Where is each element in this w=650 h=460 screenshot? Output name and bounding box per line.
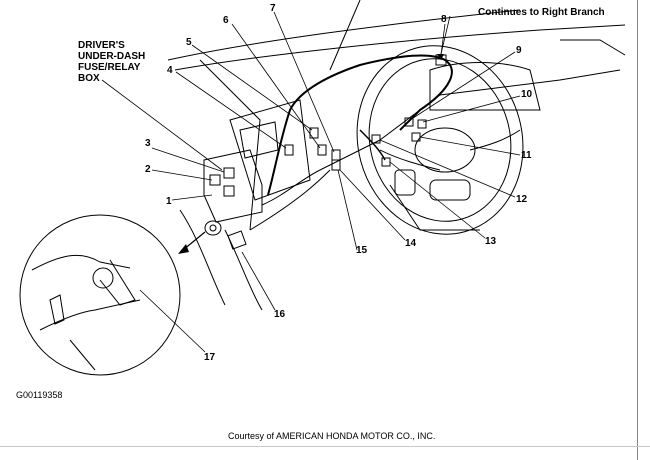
connector-9 [404, 117, 414, 127]
a-pillar [199, 59, 261, 231]
callout-12: 12 [516, 194, 528, 205]
callout-17: 17 [204, 352, 216, 363]
title-line-1: DRIVER'S [78, 40, 125, 51]
windshield-edge [329, 0, 361, 71]
connector-4 [284, 144, 294, 156]
callout-8: 8 [441, 14, 447, 25]
connector-13 [381, 157, 391, 167]
dash-outline [167, 9, 521, 61]
right-dash [560, 39, 626, 56]
callout-16: 16 [274, 309, 286, 320]
callout-5: 5 [186, 37, 192, 48]
detail-circle [19, 214, 181, 376]
callout-11: 11 [521, 150, 532, 161]
callout-15: 15 [356, 245, 368, 256]
continues-label: Continues to Right Branch [478, 7, 605, 18]
instrument-cluster [429, 62, 541, 111]
callout-13: 13 [485, 236, 497, 247]
connector-10 [417, 119, 427, 129]
steering-hub [414, 127, 476, 173]
callout-7: 7 [270, 3, 276, 14]
connector-16 [227, 230, 247, 250]
wheel-spoke-left [379, 149, 441, 171]
relay-b [223, 167, 235, 179]
connector-5 [309, 127, 319, 139]
callout-6: 6 [223, 15, 229, 26]
connector-15 [331, 159, 341, 171]
connector-6 [317, 144, 327, 156]
dash-top [174, 24, 626, 71]
grommet [204, 220, 222, 236]
harness-branch [399, 59, 453, 131]
title-line-2: UNDER-DASH [78, 51, 146, 62]
dash-front [249, 169, 331, 231]
callout-2: 2 [145, 164, 151, 175]
callout-4: 4 [167, 65, 173, 76]
wheel-pad-lower [429, 179, 471, 201]
bottom-border [0, 446, 650, 447]
column [389, 184, 480, 231]
title-line-3: FUSE/RELAY [78, 62, 141, 73]
callout-1: 1 [166, 196, 172, 207]
connector-12 [371, 134, 381, 144]
fuse-box-title: DRIVER'S UNDER-DASH FUSE/RELAY BOX [78, 40, 145, 84]
callout-14: 14 [405, 238, 417, 249]
courtesy-line: Courtesy of AMERICAN HONDA MOTOR CO., IN… [228, 431, 436, 441]
right-border [637, 0, 638, 460]
kick-panel [179, 209, 226, 306]
harness-lower [359, 129, 386, 161]
dash-panel [229, 99, 311, 201]
title-line-4: BOX [78, 73, 100, 84]
callout-10: 10 [521, 89, 533, 100]
fuse-box [203, 149, 263, 223]
steering-wheel-outer [356, 45, 524, 235]
wheel-spoke-right [469, 129, 521, 151]
connector-7 [331, 149, 341, 161]
callout-3: 3 [145, 138, 151, 149]
callout-9: 9 [516, 45, 522, 56]
main-harness [267, 54, 446, 196]
figure-id: G00119358 [16, 390, 63, 400]
relay-c [223, 185, 235, 197]
arrow-head [178, 244, 189, 254]
